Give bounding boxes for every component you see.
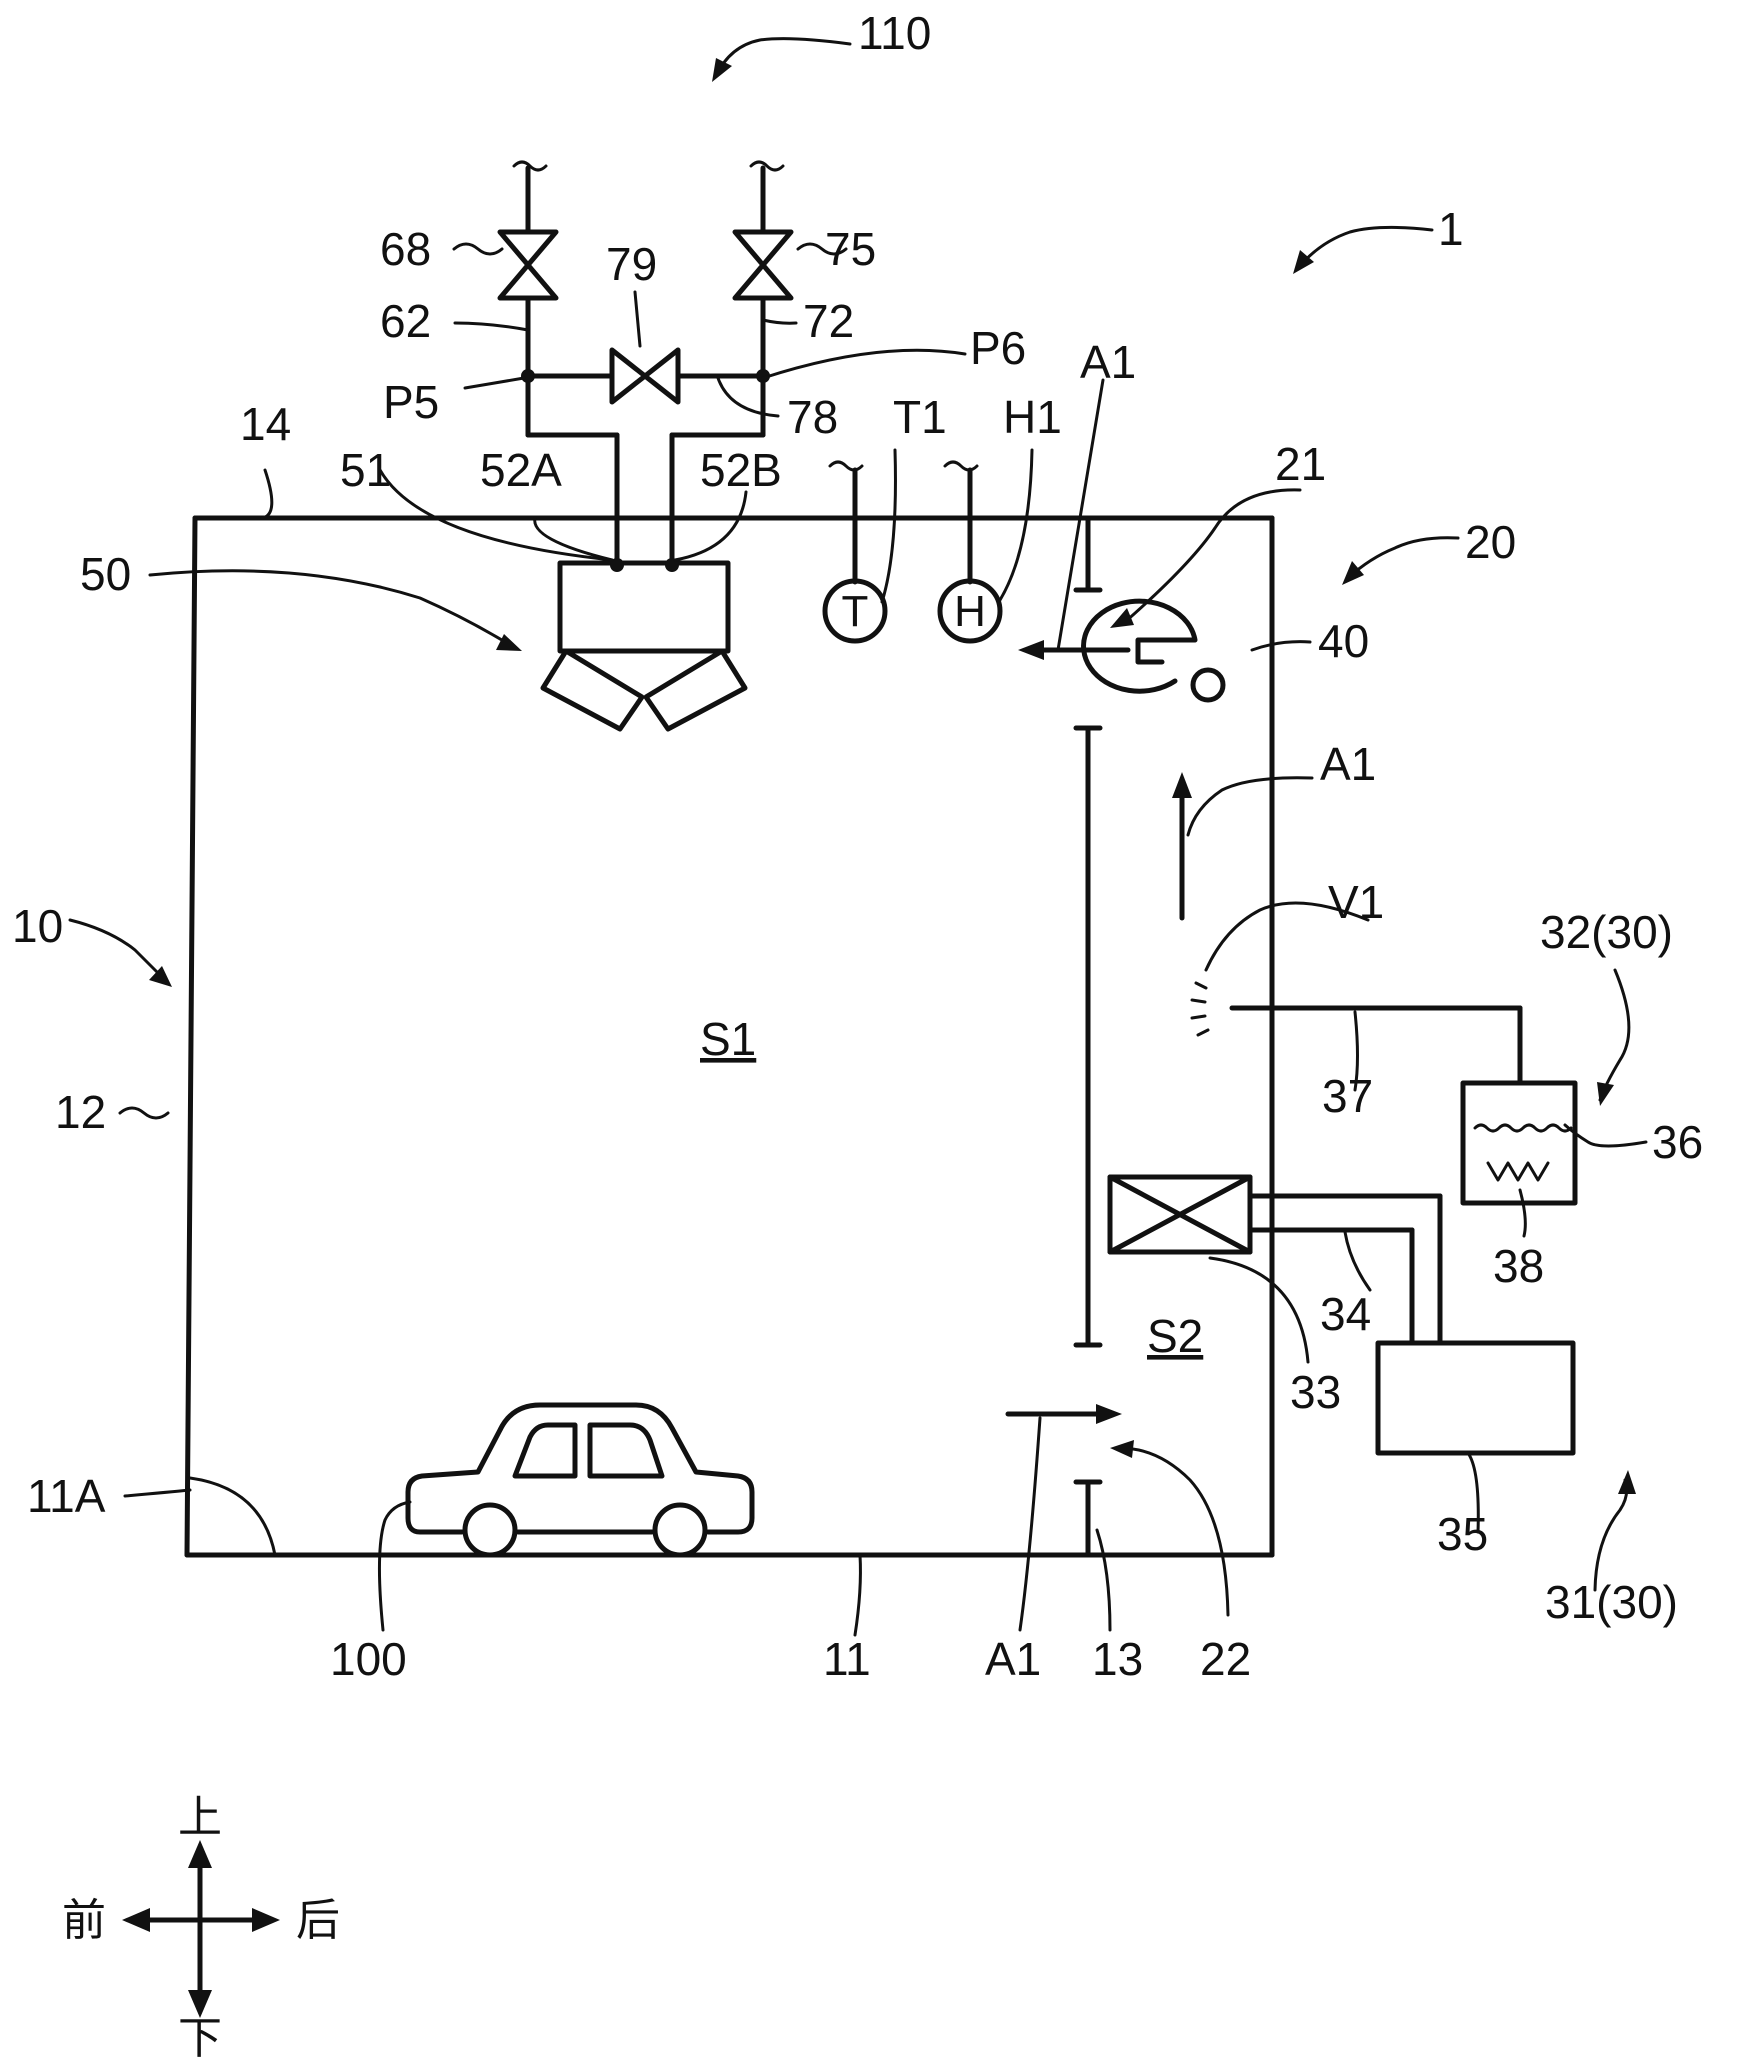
- label-75: 75: [825, 223, 876, 275]
- refrigerant-pipes: [1247, 1193, 1443, 1346]
- temperature-sensor: T: [822, 460, 888, 644]
- label-37: 37: [1322, 1070, 1373, 1122]
- label-50: 50: [80, 548, 131, 600]
- cooler-unit: [1375, 1340, 1576, 1456]
- airflow-arrow-bottom: [1005, 1404, 1122, 1424]
- label-36: 36: [1652, 1116, 1703, 1168]
- label-72: 72: [803, 295, 854, 347]
- label-s1: S1: [700, 1013, 756, 1065]
- label-p6: P6: [970, 322, 1026, 374]
- label-a1-top: A1: [1080, 336, 1136, 388]
- compass-up: 上: [178, 1792, 222, 1843]
- label-34: 34: [1320, 1288, 1371, 1340]
- label-38: 38: [1493, 1240, 1544, 1292]
- label-51: 51: [340, 444, 391, 496]
- pipe-network: [512, 160, 785, 566]
- valve-79-icon[interactable]: [609, 347, 681, 405]
- airflow-arrow-top: [1018, 640, 1131, 660]
- label-v1: V1: [1328, 876, 1384, 928]
- airflow-arrow-up: [1172, 772, 1192, 921]
- label-35: 35: [1437, 1508, 1488, 1560]
- label-t1: T1: [893, 391, 947, 443]
- humidity-sensor: H: [937, 460, 1003, 644]
- partition-bottom-stub: [1073, 1479, 1103, 1556]
- label-21: 21: [1275, 438, 1326, 490]
- leader-lines: [68, 37, 1648, 1637]
- partition-top-stub: [1073, 517, 1103, 593]
- label-p5: P5: [383, 376, 439, 428]
- junction-p5: [521, 369, 535, 383]
- blower-fan-icon: [1081, 598, 1226, 703]
- label-12: 12: [55, 1086, 106, 1138]
- vent-v1: [1190, 981, 1210, 1037]
- humidifier-pipe: [1229, 1005, 1523, 1086]
- label-10: 10: [12, 900, 63, 952]
- label-62: 62: [380, 295, 431, 347]
- label-11a: 11A: [27, 1470, 106, 1522]
- sprayer-unit: [540, 558, 748, 732]
- label-14: 14: [240, 398, 291, 450]
- junction-p6: [756, 369, 770, 383]
- label-52b: 52B: [700, 444, 782, 496]
- heat-exchanger: [1107, 1174, 1253, 1255]
- label-100: 100: [330, 1633, 407, 1685]
- label-1: 1: [1438, 203, 1464, 255]
- humidifier-tank: [1460, 1080, 1578, 1206]
- temp-symbol: T: [842, 587, 869, 636]
- label-33: 33: [1290, 1366, 1341, 1418]
- label-40: 40: [1318, 615, 1369, 667]
- partition-wall: [1073, 725, 1103, 1348]
- label-78: 78: [787, 391, 838, 443]
- valve-75-icon[interactable]: [732, 229, 794, 301]
- chamber-outline: [184, 515, 1275, 1558]
- label-52a: 52A: [480, 444, 562, 496]
- compass-back: 后: [296, 1895, 340, 1946]
- vehicle-icon: [405, 1402, 755, 1558]
- label-s2: S2: [1147, 1310, 1203, 1362]
- label-h1: H1: [1003, 391, 1062, 443]
- humidity-symbol: H: [954, 587, 986, 636]
- compass-front: 前: [62, 1895, 106, 1946]
- label-a1-bottom: A1: [985, 1633, 1041, 1685]
- label-13: 13: [1092, 1633, 1143, 1685]
- label-a1-mid: A1: [1320, 738, 1376, 790]
- label-79: 79: [606, 238, 657, 290]
- valve-68-icon[interactable]: [497, 229, 559, 301]
- direction-compass: [122, 1840, 280, 2018]
- label-22: 22: [1200, 1633, 1251, 1685]
- label-31: 31(30): [1545, 1576, 1678, 1628]
- label-11: 11: [823, 1633, 871, 1685]
- label-110: 110: [858, 7, 931, 59]
- compass-down: 下: [178, 2013, 222, 2057]
- label-32: 32(30): [1540, 906, 1673, 958]
- label-20: 20: [1465, 516, 1516, 568]
- label-68: 68: [380, 223, 431, 275]
